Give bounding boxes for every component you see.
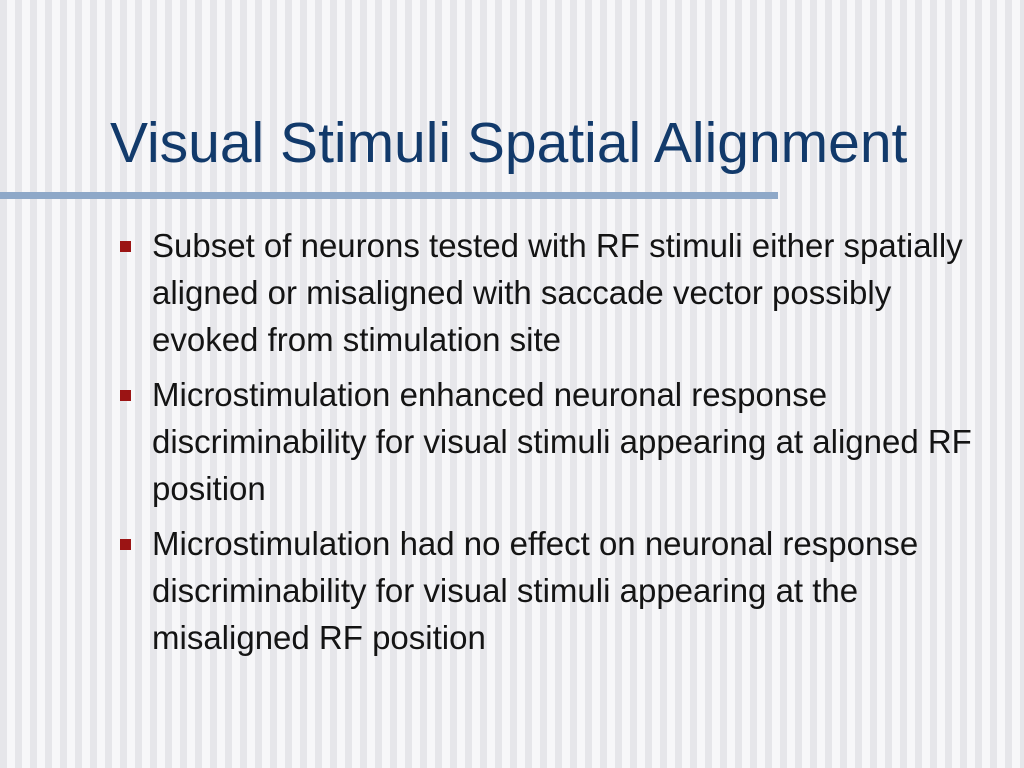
bullet-item: Subset of neurons tested with RF stimuli… xyxy=(120,222,1000,363)
bullet-item: Microstimulation enhanced neuronal respo… xyxy=(120,371,1000,512)
title-divider xyxy=(0,192,778,199)
slide-title: Visual Stimuli Spatial Alignment xyxy=(110,111,908,175)
square-bullet-icon xyxy=(120,539,131,550)
bullet-text: Microstimulation had no effect on neuron… xyxy=(152,525,919,656)
bullet-text: Subset of neurons tested with RF stimuli… xyxy=(152,227,963,358)
bullet-item: Microstimulation had no effect on neuron… xyxy=(120,520,1000,661)
square-bullet-icon xyxy=(120,390,131,401)
bullet-text: Microstimulation enhanced neuronal respo… xyxy=(152,376,972,507)
square-bullet-icon xyxy=(120,241,131,252)
bullet-list: Subset of neurons tested with RF stimuli… xyxy=(120,222,1000,669)
